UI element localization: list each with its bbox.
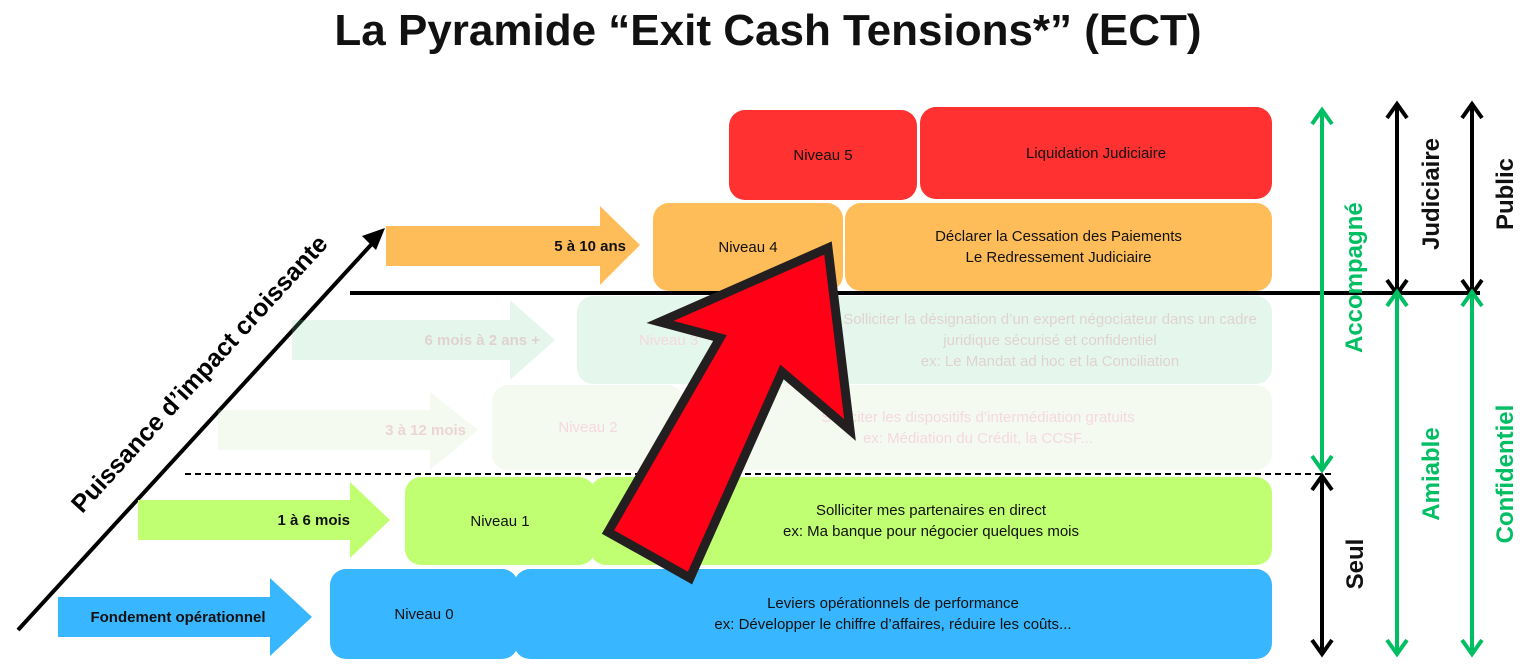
- confidentiel-arrow: [1460, 288, 1484, 658]
- duration-arrow-1: [138, 482, 390, 558]
- label-amiable: Amiable: [1418, 427, 1445, 521]
- amiable-arrow: [1385, 288, 1409, 658]
- duration-arrow-0: [58, 578, 312, 656]
- duration-label-2: 3 à 12 mois: [385, 421, 466, 439]
- impact-axis-arrowhead: [362, 228, 385, 250]
- duration-arrow-2: [218, 392, 478, 470]
- level-0-badge: Niveau 0: [330, 569, 518, 659]
- seul-arrow: [1310, 472, 1334, 658]
- label-public: Public: [1492, 158, 1519, 231]
- level-2-description: Solliciter les dispositifs d’intermédiat…: [684, 385, 1272, 470]
- page-title: La Pyramide “Exit Cash Tensions*” (ECT): [334, 6, 1202, 55]
- label-confidentiel: Confidentiel: [1492, 404, 1519, 544]
- duration-arrow-4: [386, 206, 640, 285]
- label-seul: Seul: [1342, 538, 1369, 590]
- label-accompagne: Accompagné: [1341, 202, 1368, 353]
- level-5-badge: Niveau 5: [729, 110, 917, 200]
- level-3-description: Solliciter la désignation d’un expert né…: [843, 310, 1257, 370]
- duration-label-1: 1 à 6 mois: [277, 511, 350, 529]
- duration-label-4: 5 à 10 ans: [554, 237, 626, 255]
- level-1-badge: Niveau 1: [405, 477, 595, 565]
- duration-label-0: Fondement opérationnel: [90, 608, 266, 626]
- label-judiciaire: Judiciaire: [1418, 137, 1445, 251]
- duration-label-3: 6 mois à 2 ans +: [424, 331, 540, 349]
- level-5-description: Liquidation Judiciaire: [920, 107, 1272, 199]
- duration-arrow-3: [292, 300, 555, 380]
- impact-axis-line: [16, 233, 382, 632]
- accompagne-arrow: [1310, 106, 1334, 474]
